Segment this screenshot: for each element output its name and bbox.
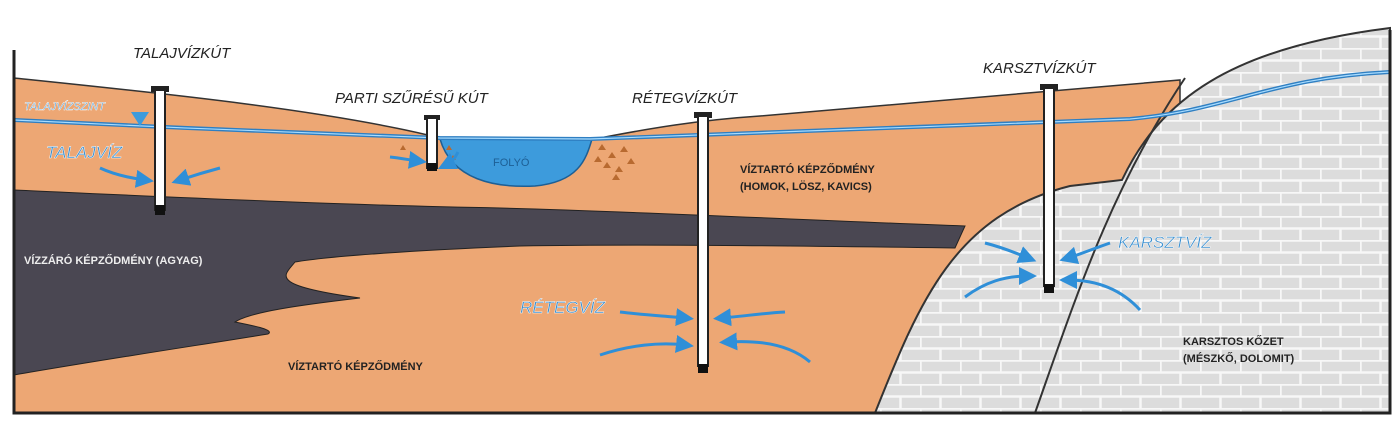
karst-well-icon <box>1040 84 1058 293</box>
label-water-table: TALAJVÍZSZINT <box>24 100 106 113</box>
label-karst-well: KARSZTVÍZKÚT <box>983 60 1097 77</box>
label-upper-aquifer-materials: (HOMOK, LÖSZ, KAVICS) <box>740 180 872 193</box>
label-river: FOLYÓ <box>493 156 530 169</box>
groundwater-well-icon <box>151 86 169 215</box>
label-groundwater-well: TALAJVÍZKÚT <box>133 45 232 62</box>
confined-well-icon <box>694 112 712 373</box>
label-confined-water: RÉTEGVÍZ <box>520 298 606 317</box>
water-table-triangle-icon <box>131 112 149 126</box>
label-lower-aquifer: VÍZTARTÓ KÉPZŐDMÉNY <box>288 360 424 373</box>
karst-limestone <box>873 26 1391 414</box>
label-groundwater: TALAJVÍZ <box>46 143 123 162</box>
label-upper-aquifer: VÍZTARTÓ KÉPZŐDMÉNY <box>740 163 876 176</box>
label-bank-filtered-well: PARTI SZŰRÉSŰ KÚT <box>335 90 490 107</box>
label-karst-rock-materials: (MÉSZKŐ, DOLOMIT) <box>1183 352 1295 365</box>
fault-line <box>1034 77 1186 414</box>
label-aquitard: VÍZZÁRÓ KÉPZŐDMÉNY (AGYAG) <box>24 254 203 267</box>
bank-filtered-well-icon <box>424 115 440 171</box>
diagram-frame <box>12 30 1392 415</box>
flow-arrows <box>99 150 1142 364</box>
label-karst-rock: KARSZTOS KŐZET <box>1183 335 1284 348</box>
label-confined-well: RÉTEGVÍZKÚT <box>632 90 739 107</box>
clay-aquitard <box>13 189 966 376</box>
label-karst-water: KARSZTVÍZ <box>1118 233 1212 252</box>
